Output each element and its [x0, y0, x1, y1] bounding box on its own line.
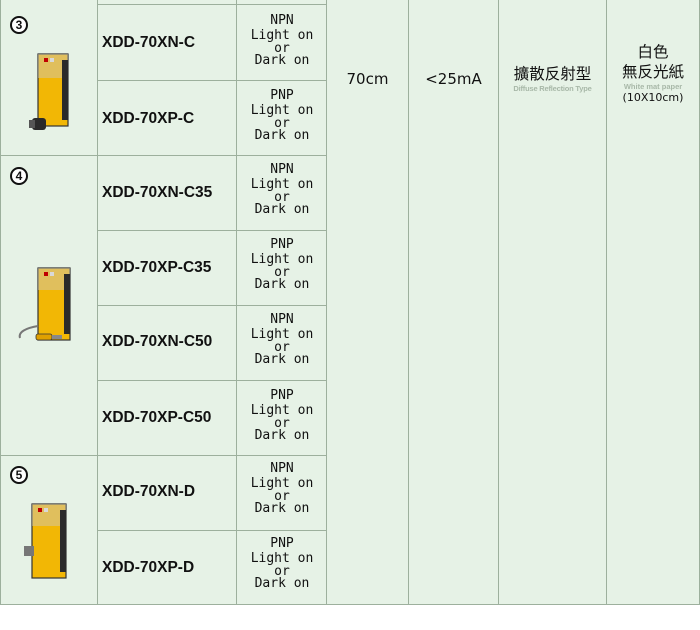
output-type: PNP Light on or Dark on: [250, 88, 314, 143]
target-chinese-2: 無反光紙: [621, 63, 684, 81]
detect-distance: 70cm: [346, 70, 389, 88]
group-number-badge: 3: [10, 16, 28, 34]
model-name: XDD-70XP-C35: [102, 259, 212, 276]
sensor-image-c: [29, 53, 69, 130]
model-name: XDD-70XP-C: [102, 110, 195, 127]
target-chinese-1: 白色: [637, 43, 669, 61]
method-english: Diffuse Reflection Type: [513, 84, 592, 93]
output-type: NPN Light on or Dark on: [250, 461, 314, 516]
model-name: XDD-70XN-D: [102, 483, 196, 500]
spec-table: 3 XDD-70XN-C NPN Light on or Dark on XDD…: [0, 0, 700, 605]
output-type: NPN Light on or Dark on: [250, 13, 314, 68]
output-type: PNP Light on or Dark on: [250, 536, 314, 591]
model-name: XDD-70XP-D: [102, 559, 195, 576]
output-type: PNP Light on or Dark on: [250, 388, 314, 443]
output-type: PNP Light on or Dark on: [250, 237, 314, 292]
model-name: XDD-70XN-C50: [102, 333, 213, 350]
group-number-badge: 4: [10, 167, 28, 185]
sensor-image-c35-c50: [18, 267, 71, 341]
group-number-badge: 5: [10, 466, 28, 484]
target-english: White mat paper: [623, 82, 683, 91]
model-name: XDD-70XN-C35: [102, 184, 213, 201]
model-name: XDD-70XP-C50: [102, 409, 212, 426]
model-name: XDD-70XN-C: [102, 34, 196, 51]
detection-target: 白色 無反光紙 White mat paper (10X10cm): [607, 42, 699, 104]
detection-method: 擴散反射型 Diffuse Reflection Type: [499, 64, 606, 94]
sensor-image-d: [24, 503, 67, 579]
current-consumption: <25mA: [425, 70, 482, 88]
output-type: NPN Light on or Dark on: [250, 312, 314, 367]
output-type: NPN Light on or Dark on: [250, 162, 314, 217]
method-chinese: 擴散反射型: [513, 65, 592, 83]
target-size: (10X10cm): [622, 91, 684, 104]
